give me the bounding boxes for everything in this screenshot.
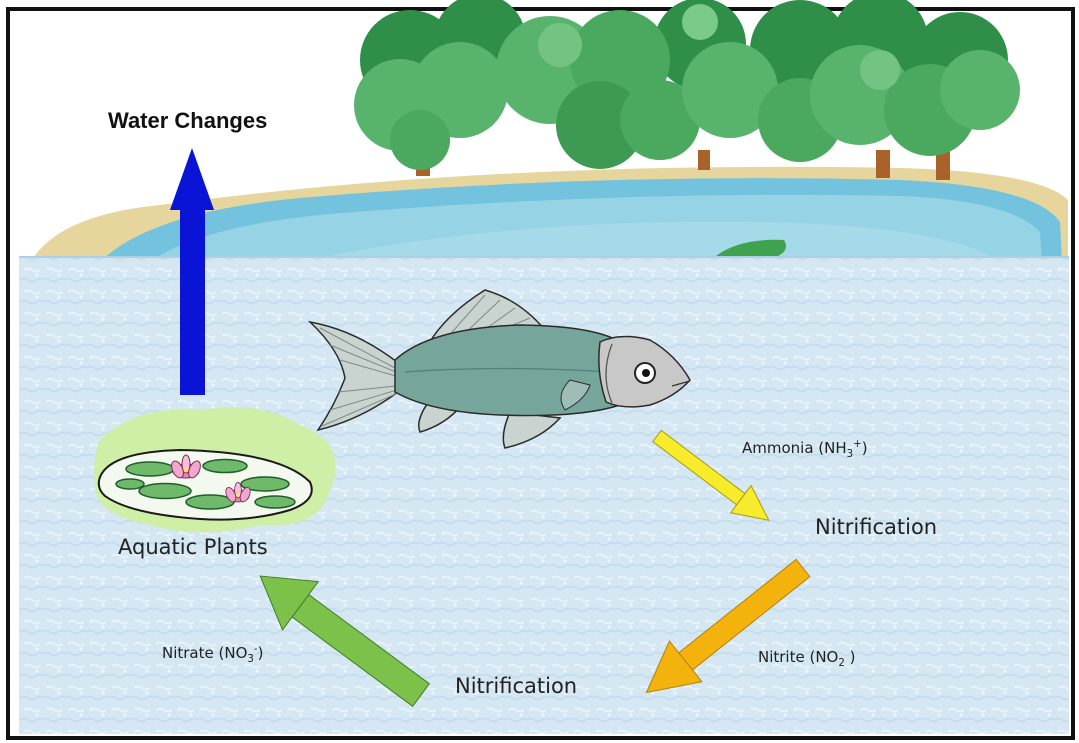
nitrification-right-label: Nitrification xyxy=(815,515,937,539)
water-changes-label: Water Changes xyxy=(108,108,267,134)
nitrite-label: Nitrite (NO2 ) xyxy=(758,648,855,669)
ammonia-label: Ammonia (NH3+) xyxy=(742,439,868,460)
nitrate-label: Nitrate (NO3-) xyxy=(162,644,263,665)
lily-pad-icon xyxy=(94,407,336,532)
nitrification-bottom-label: Nitrification xyxy=(455,674,577,698)
aquatic-plants-label: Aquatic Plants xyxy=(118,535,268,559)
